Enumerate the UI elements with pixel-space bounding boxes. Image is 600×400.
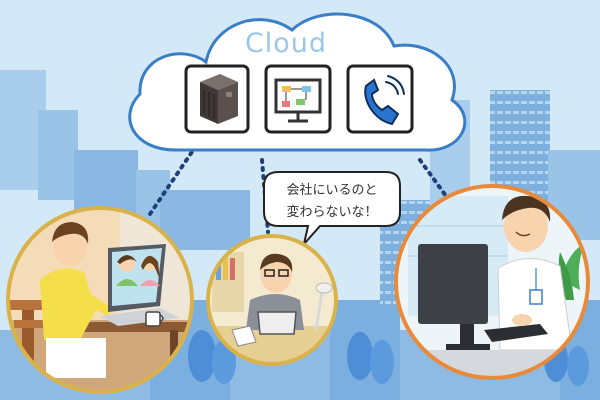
home-worker-scene bbox=[6, 206, 194, 394]
monitor-tile bbox=[264, 64, 332, 134]
speech-bubble bbox=[263, 171, 401, 248]
speech-bubble-line-2: 変わらないな！ bbox=[286, 204, 377, 220]
remote-worker-scene bbox=[206, 234, 338, 366]
speech-bubble-line-1: 会社にいるのと bbox=[286, 182, 377, 198]
monitor-network-icon bbox=[274, 78, 322, 123]
office-worker-scene bbox=[394, 184, 590, 380]
phone-tile bbox=[346, 64, 414, 134]
connection-lines bbox=[148, 144, 448, 234]
telephone-icon bbox=[364, 75, 405, 126]
cloud-title: Cloud bbox=[245, 28, 327, 59]
server-tile bbox=[184, 64, 250, 134]
server-icon bbox=[200, 74, 238, 124]
